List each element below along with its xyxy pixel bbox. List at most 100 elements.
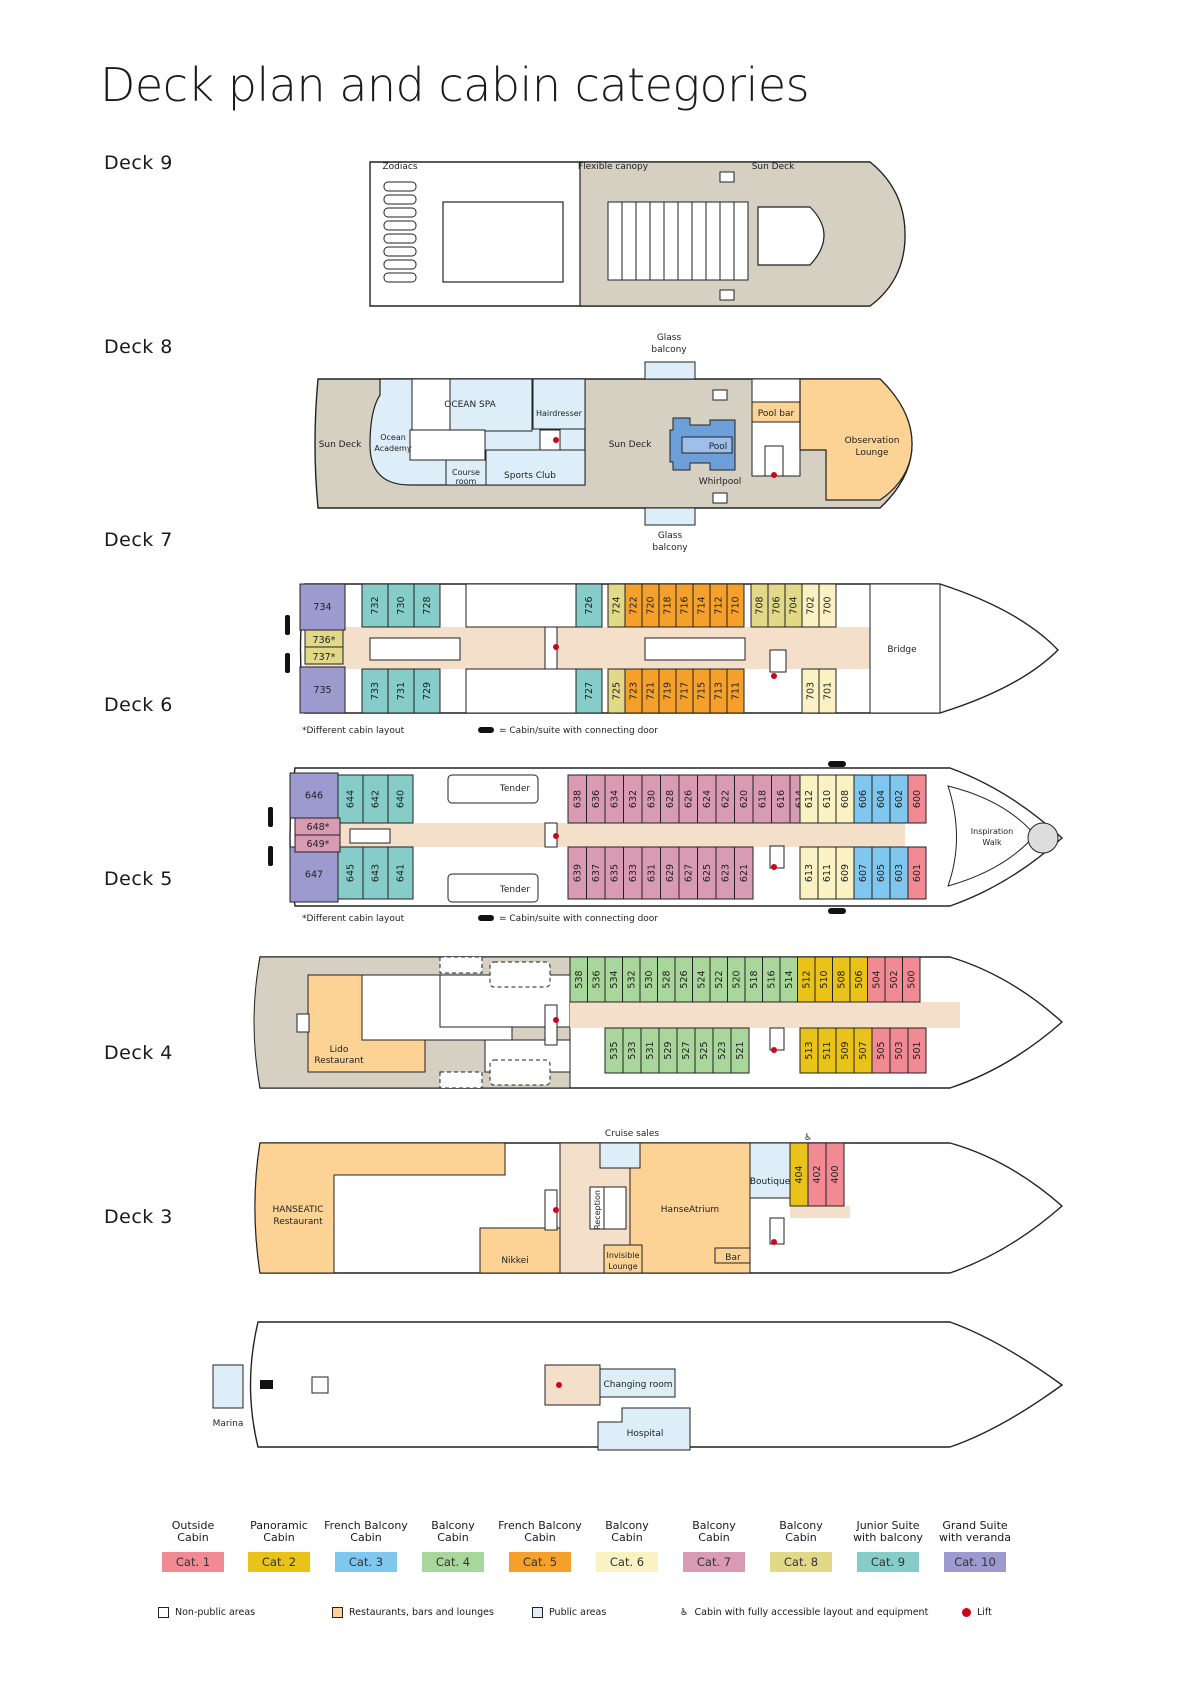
cabin-400-box <box>825 1142 845 1207</box>
glass-balcony-bottom-1: Glass <box>658 531 683 541</box>
cabin-529: 529 <box>663 1041 674 1059</box>
cabin-634: 634 <box>609 790 620 808</box>
cruise-sales-label: Cruise sales <box>605 1129 660 1139</box>
cabin-611: 611 <box>822 864 833 882</box>
cabin-613: 613 <box>804 864 815 882</box>
course-label-1: Course <box>452 468 480 477</box>
cabin-720: 720 <box>646 596 657 614</box>
cabin-521: 521 <box>735 1041 746 1059</box>
cabin-642: 642 <box>371 790 382 808</box>
cabin-734: 734 <box>313 602 331 613</box>
deck-6-note: *Different cabin layout <box>302 914 405 924</box>
changing-room-label: Changing room <box>604 1380 673 1390</box>
cabin-612: 612 <box>804 790 815 808</box>
deck-7-note: *Different cabin layout <box>302 726 405 736</box>
cabin-702: 702 <box>806 596 817 614</box>
marina-label: Marina <box>213 1419 244 1429</box>
tender-top-label: Tender <box>499 784 530 794</box>
cabin-505: 505 <box>876 1041 887 1059</box>
cabin-703: 703 <box>806 682 817 700</box>
cabin-514: 514 <box>784 970 795 988</box>
cabin-730-box <box>387 583 415 628</box>
cabin-513: 513 <box>804 1041 815 1059</box>
cabin-729: 729 <box>422 682 433 700</box>
nonpublic-swatch <box>158 1607 169 1618</box>
cabin-643: 643 <box>371 864 382 882</box>
cabin-734-box <box>299 583 346 631</box>
ocean-spa-label: OCEAN SPA <box>444 400 496 410</box>
glass-balcony-top-2: balcony <box>651 345 687 355</box>
walk-label-1: Inspiration <box>971 827 1013 836</box>
accessible-icon: ♿ <box>680 1607 689 1618</box>
lido-label-1: Lido <box>330 1045 349 1055</box>
cabin-602: 602 <box>894 790 905 808</box>
connecting-door-icon <box>268 846 273 866</box>
glass-balcony-top-1: Glass <box>657 333 682 343</box>
deck-8-plan: Glass balcony Glass balcony Sun Deck OCE… <box>314 333 913 553</box>
cabin-731-box <box>387 668 415 714</box>
cabin-706: 706 <box>772 596 783 614</box>
cabin-710: 710 <box>731 596 742 614</box>
cabin-648: 648* <box>307 822 330 833</box>
cabin-622: 622 <box>720 790 731 808</box>
cabin-641: 641 <box>396 864 407 882</box>
cabin-620: 620 <box>739 790 750 808</box>
hairdresser-label: Hairdresser <box>536 409 583 418</box>
connecting-door-icon <box>828 908 846 914</box>
cabin-610: 610 <box>822 790 833 808</box>
cabin-732-box <box>361 583 389 628</box>
cabin-721: 721 <box>646 682 657 700</box>
cabin-621: 621 <box>739 864 750 882</box>
hospital-label: Hospital <box>627 1429 664 1439</box>
cat-8-swatch: Cat. 8 <box>770 1552 832 1572</box>
deck-8-label: Deck 8 <box>104 336 173 358</box>
deck-9-label: Deck 9 <box>104 152 173 174</box>
cabin-609: 609 <box>840 864 851 882</box>
cabin-731: 731 <box>396 682 407 700</box>
cabin-716: 716 <box>680 596 691 614</box>
cabin-727-box <box>575 668 603 714</box>
cabin-504: 504 <box>871 970 882 988</box>
cabin-645-box <box>337 846 364 900</box>
cabin-733-box <box>361 668 389 714</box>
cabin-647-box <box>289 846 339 903</box>
zodiacs-label: Zodiacs <box>382 162 417 172</box>
cabin-600: 600 <box>912 790 923 808</box>
cabin-621-box <box>734 846 754 900</box>
cabin-521-box <box>730 1027 750 1074</box>
key-accessible: ♿Cabin with fully accessible layout and … <box>680 1607 929 1618</box>
cabin-630: 630 <box>646 790 657 808</box>
cabin-725: 725 <box>612 682 623 700</box>
cabin-534: 534 <box>609 970 620 988</box>
cabin-735-box <box>299 666 346 714</box>
cabin-508: 508 <box>836 970 847 988</box>
deck-7-label: Deck 7 <box>104 529 173 551</box>
deck-5-label: Deck 5 <box>104 868 173 890</box>
cabin-510: 510 <box>819 970 830 988</box>
cabin-528: 528 <box>661 970 672 988</box>
academy-label-2: Academy <box>374 444 411 453</box>
cabin-506: 506 <box>854 970 865 988</box>
cat-7-swatch: Cat. 7 <box>683 1552 745 1572</box>
observation-label-2: Lounge <box>855 448 888 458</box>
cabin-503: 503 <box>894 1041 905 1059</box>
cabin-501-box <box>907 1027 927 1074</box>
cabin-700-box <box>818 583 837 628</box>
key-nonpublic: Non-public areas <box>158 1607 255 1618</box>
cat-4-swatch: Cat. 4 <box>422 1552 484 1572</box>
cabin-701-box <box>818 668 837 714</box>
bar-label: Bar <box>725 1253 741 1263</box>
cabin-526: 526 <box>679 970 690 988</box>
deck-plans-svg: Zodiacs Flexible canopy Sun Deck Glass b… <box>212 161 1064 1451</box>
cabin-633: 633 <box>628 864 639 882</box>
cabin-704: 704 <box>789 596 800 614</box>
